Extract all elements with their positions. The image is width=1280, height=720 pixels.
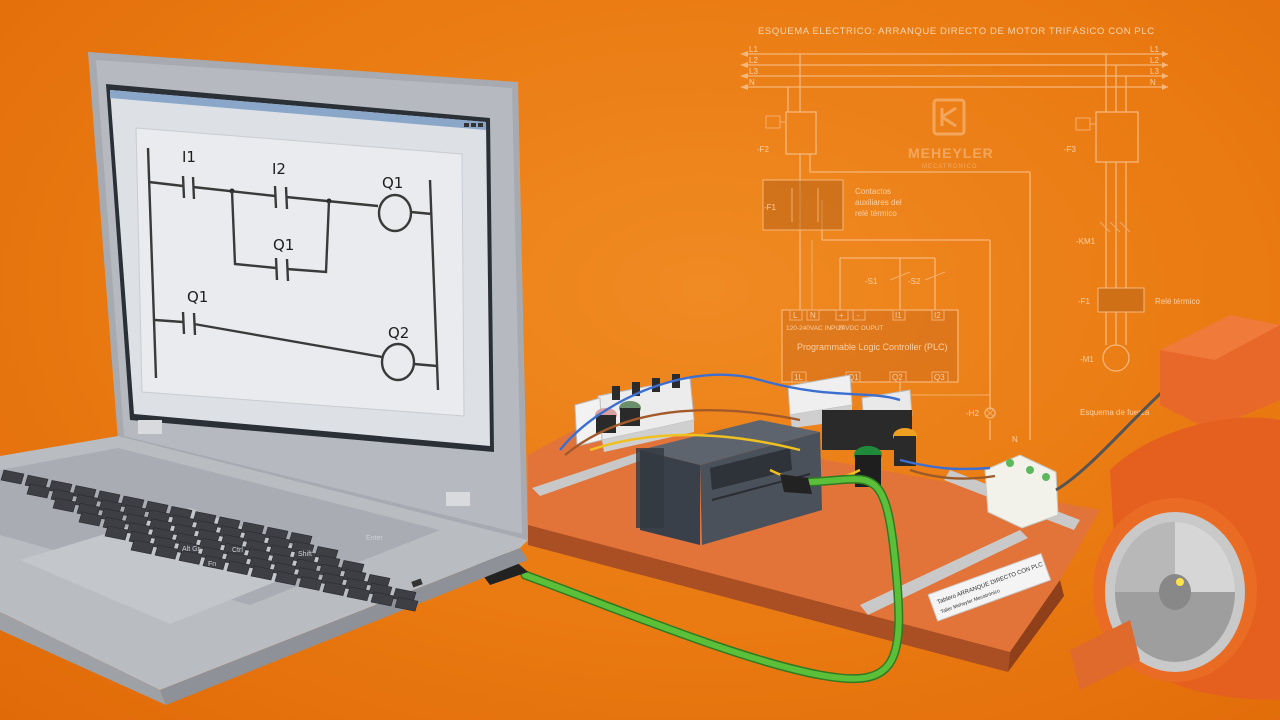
- plc-output-label: 24VDC OUPUT: [838, 325, 884, 332]
- ethernet-plug-plc: [780, 474, 812, 494]
- plc-terminal-q3: Q3: [934, 373, 945, 382]
- control-circuit-wiring: [765, 54, 1031, 440]
- phase-left-n: N: [749, 78, 755, 87]
- ladder-diagram: [146, 147, 440, 391]
- keyboard-key[interactable]: [346, 586, 371, 602]
- window-minimize-button[interactable]: [464, 123, 469, 127]
- f1-note-line3: relé térmico: [855, 209, 897, 218]
- window-maximize-button[interactable]: [471, 123, 476, 127]
- tag-n: N: [1012, 435, 1018, 444]
- ladder-contact-q1-parallel-label: Q1: [273, 236, 294, 254]
- board-wiring: [559, 373, 1176, 492]
- plc-name: Programmable Logic Controller (PLC): [797, 342, 948, 352]
- key-shift-label: Shift: [298, 551, 312, 558]
- keyboard-keys[interactable]: [0, 469, 419, 612]
- tag-f2: -F2: [757, 145, 770, 154]
- esquema-fuerza-label: Esquema de fuerza: [1080, 408, 1150, 417]
- hinge-left: [138, 420, 162, 434]
- plc-terminal-1l: 1L: [794, 373, 803, 382]
- f1-note-line2: auxiliares del: [855, 198, 902, 207]
- phase-bus-lines: [740, 51, 1168, 90]
- tag-h2: -H2: [966, 409, 979, 418]
- keyboard-key[interactable]: [130, 539, 155, 555]
- key-enter-label: Enter: [366, 535, 383, 542]
- key-altgr-label: Alt Gr: [182, 546, 201, 553]
- plc-terminal-plus: +: [839, 311, 844, 320]
- logo-tagline: MECATRÓNICO: [922, 163, 978, 170]
- keyboard-key[interactable]: [250, 565, 275, 581]
- phase-left-l2: L2: [749, 56, 758, 65]
- keyboard-key[interactable]: [0, 469, 25, 485]
- keyboard-key[interactable]: [370, 591, 395, 607]
- f1-note-line1: Contactos: [855, 187, 891, 196]
- tag-f3: -F3: [1064, 145, 1077, 154]
- meheyler-logo: MEHEYLER MECATRÓNICO: [908, 98, 994, 170]
- keyboard-key[interactable]: [226, 560, 251, 576]
- tag-s2: -S2: [908, 277, 921, 286]
- plc-top-terminals: [789, 309, 945, 321]
- board-edge: [528, 525, 1010, 672]
- ladder-contact-q1-rung2-label: Q1: [187, 288, 208, 306]
- plc-terminal-i2: I2: [934, 311, 941, 320]
- phase-right-n: N: [1150, 78, 1156, 87]
- ladder-contact-i1-label: I1: [182, 148, 196, 166]
- f1-aux-contacts-box: [762, 179, 844, 231]
- key-fn-label: Fn: [208, 561, 216, 568]
- terminal-blocks: [984, 454, 1059, 529]
- tag-m1: -M1: [1080, 355, 1094, 364]
- key-ctrl-label: Ctrl: [232, 547, 243, 554]
- window-titlebar[interactable]: [110, 90, 486, 130]
- keyboard-key[interactable]: [52, 497, 77, 513]
- plc-terminal-i1: I1: [895, 311, 902, 320]
- phase-left-l3: L3: [749, 67, 758, 76]
- keyboard-key[interactable]: [322, 581, 347, 596]
- keyboard-key[interactable]: [274, 570, 299, 586]
- schematic-title: ESQUEMA ELECTRICO: ARRANQUE DIRECTO DE M…: [758, 26, 1155, 37]
- ladder-contact-i2-label: I2: [272, 160, 286, 178]
- ladder-editor-canvas[interactable]: [135, 127, 465, 417]
- plc-terminal-q1: Q1: [848, 373, 859, 382]
- keyboard-key[interactable]: [154, 544, 179, 560]
- plc-block: [781, 309, 959, 383]
- keyboard-key[interactable]: [298, 576, 323, 591]
- plc-terminal-q2: Q2: [892, 373, 903, 382]
- hinge-right: [446, 492, 470, 506]
- tag-km1: -KM1: [1076, 237, 1096, 246]
- ladder-coil-q2-label: Q2: [388, 324, 409, 342]
- keyboard-key[interactable]: [26, 483, 51, 499]
- rele-termico-label: Relé térmico: [1155, 297, 1200, 306]
- keyboard-key[interactable]: [78, 511, 103, 527]
- keyboard-key[interactable]: [202, 555, 227, 570]
- keyboard-key[interactable]: [178, 550, 203, 565]
- keyboard-key[interactable]: [394, 596, 419, 612]
- tag-f1-aux: -F1: [764, 203, 777, 212]
- phase-right-l2: L2: [1150, 56, 1159, 65]
- plc-unit: [636, 420, 822, 545]
- usb-port[interactable]: [411, 578, 423, 588]
- plc-terminal-minus: -: [857, 311, 860, 320]
- thermal-relay-box: [1097, 287, 1145, 313]
- logo-name: MEHEYLER: [908, 145, 994, 161]
- window-close-button[interactable]: [478, 123, 483, 127]
- phase-left-l1: L1: [749, 45, 758, 54]
- power-circuit-wiring: [1075, 54, 1139, 372]
- plc-terminal-n: N: [810, 311, 816, 320]
- din-rail: [532, 452, 648, 496]
- phase-right-l1: L1: [1150, 45, 1159, 54]
- plc-terminal-l: L: [793, 311, 798, 320]
- plc-input-label: 120-240VAC INPUT: [786, 325, 844, 332]
- ladder-coil-q1-label: Q1: [382, 174, 403, 192]
- tag-s1: -S1: [865, 277, 878, 286]
- phase-right-l3: L3: [1150, 67, 1159, 76]
- keyboard-key[interactable]: [104, 525, 129, 541]
- tag-f1-thermal: -F1: [1078, 297, 1091, 306]
